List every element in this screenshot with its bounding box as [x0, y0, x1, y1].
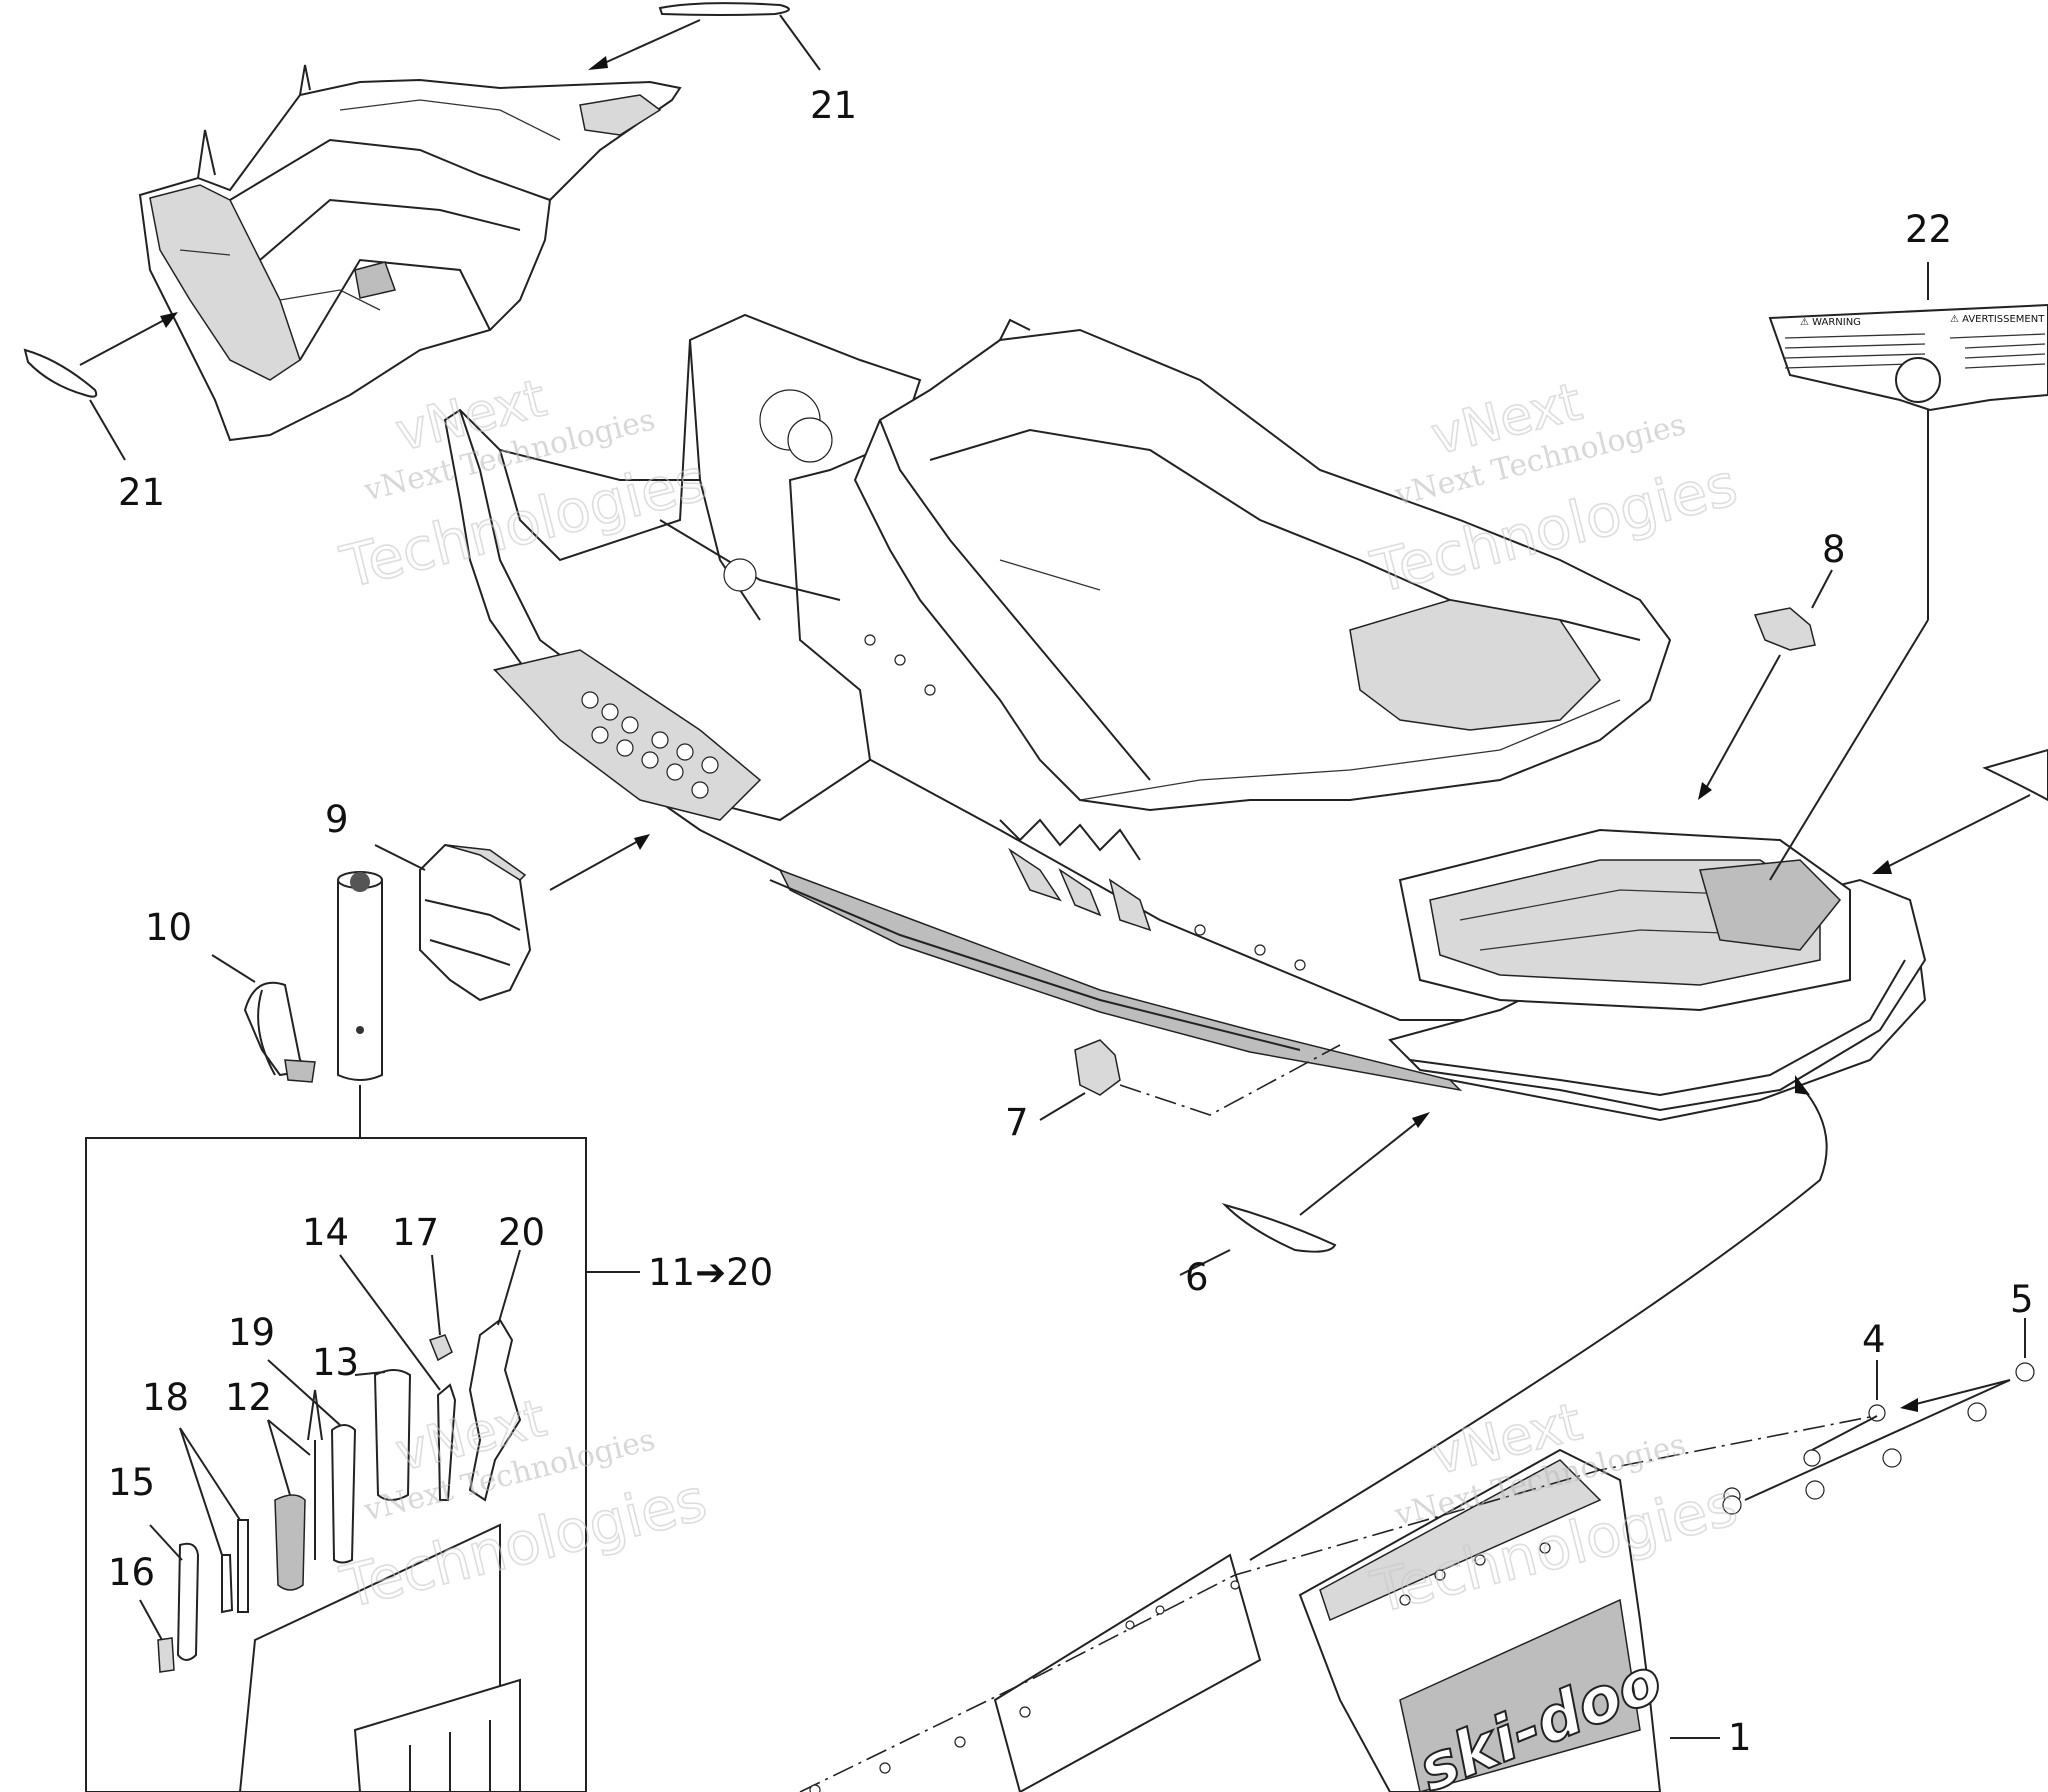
part-12-screwdriver: [274, 1494, 306, 1591]
decal-warning-right: ⚠ AVERTISSEMENT: [1950, 314, 2045, 325]
part-18-tool: [221, 1554, 234, 1614]
part-16-fuse: [157, 1637, 175, 1673]
part-22-decal: ⚠ WARNING ⚠ AVERTISSEMENT: [1768, 303, 2048, 412]
part-10-strap: [243, 981, 316, 1083]
callout-6: 6: [1185, 1256, 1209, 1299]
part-8-latch: [1753, 607, 1816, 651]
callout-21-top: 21: [810, 84, 857, 127]
callout-8: 8: [1822, 528, 1846, 571]
callout-7: 7: [1005, 1101, 1029, 1144]
callout-9: 9: [325, 798, 349, 841]
callout-18: 18: [142, 1376, 189, 1419]
seat: [853, 318, 1672, 812]
part-13-spark-plug-socket: [373, 1369, 412, 1501]
callout-14: 14: [302, 1211, 349, 1254]
part-21-decal-left: [23, 348, 98, 398]
callout-13: 13: [312, 1341, 359, 1384]
callout-17: 17: [392, 1211, 439, 1254]
part-20-wrench: [468, 1318, 522, 1502]
part-1-nosepan: ski-doo: [1298, 1448, 1673, 1792]
callout-16: 16: [108, 1551, 155, 1594]
watermark-4: vNext vNext Technologies Technologies: [1364, 1391, 1745, 1627]
part-15-puller: [176, 1542, 200, 1661]
part-21-decal-top: [658, 2, 790, 16]
callout-4: 4: [1862, 1318, 1886, 1361]
watermark-3: vNext vNext Technologies Technologies: [333, 1388, 714, 1623]
part-14-wrench: [436, 1383, 457, 1501]
license-plate: [993, 1553, 1262, 1792]
callout-19: 19: [228, 1311, 275, 1354]
parts-4-5-fasteners: [1722, 1362, 2035, 1515]
callout-10: 10: [145, 906, 192, 949]
chassis-holes: [581, 389, 1306, 971]
chassis-tunnel: [443, 313, 1927, 1122]
rear-side-decal: [1982, 748, 2048, 802]
tool-tube: [337, 871, 383, 1081]
callout-12: 12: [225, 1376, 272, 1419]
part-19-socket: [330, 1424, 357, 1564]
decal-warning-icon: [1895, 357, 1941, 403]
part-18-tool-b: [237, 1519, 249, 1613]
part-7-clip: [1074, 1039, 1121, 1096]
watermark-2: vNext vNext Technologies Technologies: [1364, 371, 1745, 607]
callout-21-left: 21: [118, 471, 165, 514]
part-21-console: [138, 64, 682, 442]
tool-kit-box: [85, 1137, 587, 1792]
callout-11-20: 11➔20: [648, 1251, 773, 1294]
callout-1: 1: [1728, 1716, 1752, 1759]
tool-kit-bag: [238, 1523, 521, 1792]
decal-warning-left: ⚠ WARNING: [1800, 317, 1861, 328]
part-9-cover: [419, 843, 532, 1002]
part-17-clip: [429, 1334, 453, 1362]
part-6-decal: [1221, 1203, 1337, 1253]
callout-5: 5: [2010, 1278, 2034, 1321]
callout-20: 20: [498, 1211, 545, 1254]
callout-22: 22: [1905, 208, 1952, 251]
callout-15: 15: [108, 1461, 155, 1504]
